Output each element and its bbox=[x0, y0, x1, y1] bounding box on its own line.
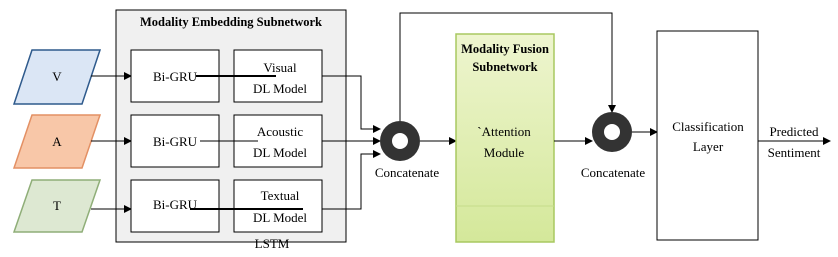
bigru-label-visual: Bi-GRU bbox=[153, 69, 198, 84]
output-label-line2: Sentiment bbox=[768, 145, 821, 160]
dl-model-textual-line1: Textual bbox=[261, 188, 300, 203]
bigru-box-textual bbox=[130, 179, 220, 233]
classification-layer-box bbox=[656, 30, 759, 241]
input-t-label: T bbox=[53, 198, 61, 213]
output-label-line1: Predicted bbox=[769, 124, 819, 139]
dl-model-acoustic-line1: Acoustic bbox=[257, 124, 303, 139]
fusion-title-line1: Modality Fusion bbox=[461, 42, 549, 56]
concatenate-label-1: Concatenate bbox=[375, 165, 439, 180]
bigru-label-textual: Bi-GRU bbox=[153, 197, 198, 212]
input-a-shape bbox=[12, 114, 102, 169]
dl-model-visual-line2: DL Model bbox=[253, 81, 307, 96]
concatenate-node-2-hole bbox=[604, 124, 620, 140]
attention-module-line1: `Attention bbox=[477, 124, 531, 139]
concatenate-label-2: Concatenate bbox=[581, 165, 645, 180]
attention-module-line2: Module bbox=[484, 145, 525, 160]
input-v-shape bbox=[12, 49, 102, 105]
classification-layer-line1: Classification bbox=[672, 119, 744, 134]
dl-model-textual-line2: DL Model bbox=[253, 210, 307, 225]
input-v-label: V bbox=[52, 69, 62, 84]
lstm-label: LSTM bbox=[255, 236, 290, 251]
bigru-label-acoustic: Bi-GRU bbox=[153, 134, 198, 149]
fusion-title-line2: Subnetwork bbox=[472, 60, 537, 74]
embedding-subnetwork-title: Modality Embedding Subnetwork bbox=[140, 15, 322, 29]
classification-layer-line2: Layer bbox=[693, 139, 724, 154]
dl-model-box-textual bbox=[233, 179, 323, 233]
concatenate-node-1-hole bbox=[392, 133, 408, 149]
input-t-shape bbox=[12, 179, 102, 233]
input-a-label: A bbox=[52, 134, 62, 149]
dl-model-visual-line1: Visual bbox=[263, 60, 297, 75]
fusion-subnetwork-box bbox=[455, 33, 555, 243]
dl-model-acoustic-line2: DL Model bbox=[253, 145, 307, 160]
